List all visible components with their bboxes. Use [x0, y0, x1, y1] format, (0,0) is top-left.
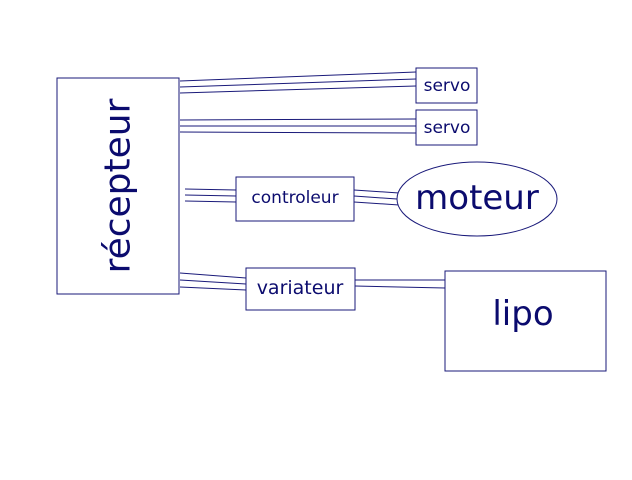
node-recepteur: récepteur	[56, 77, 180, 295]
wire-recepteur-servo-1	[179, 71, 417, 94]
wire-controleur-moteur	[353, 189, 400, 206]
node-servo-1: servo	[415, 67, 478, 104]
wire-recepteur-variateur	[179, 272, 247, 291]
recepteur-label: récepteur	[98, 98, 139, 273]
node-servo-2: servo	[415, 109, 478, 146]
node-variateur: variateur	[245, 267, 356, 311]
node-moteur: moteur	[396, 161, 558, 237]
node-controleur: controleur	[235, 176, 355, 222]
controleur-label: controleur	[251, 188, 338, 208]
variateur-label: variateur	[257, 277, 344, 299]
wire-recepteur-controleur	[184, 188, 237, 203]
servo-1-label: servo	[424, 76, 471, 96]
moteur-label: moteur	[415, 178, 539, 218]
wire-variateur-lipo	[354, 279, 446, 289]
lipo-label: lipo	[492, 294, 553, 334]
servo-2-label: servo	[424, 118, 471, 138]
node-lipo: lipo	[444, 270, 607, 372]
wire-recepteur-servo-2	[179, 118, 417, 134]
